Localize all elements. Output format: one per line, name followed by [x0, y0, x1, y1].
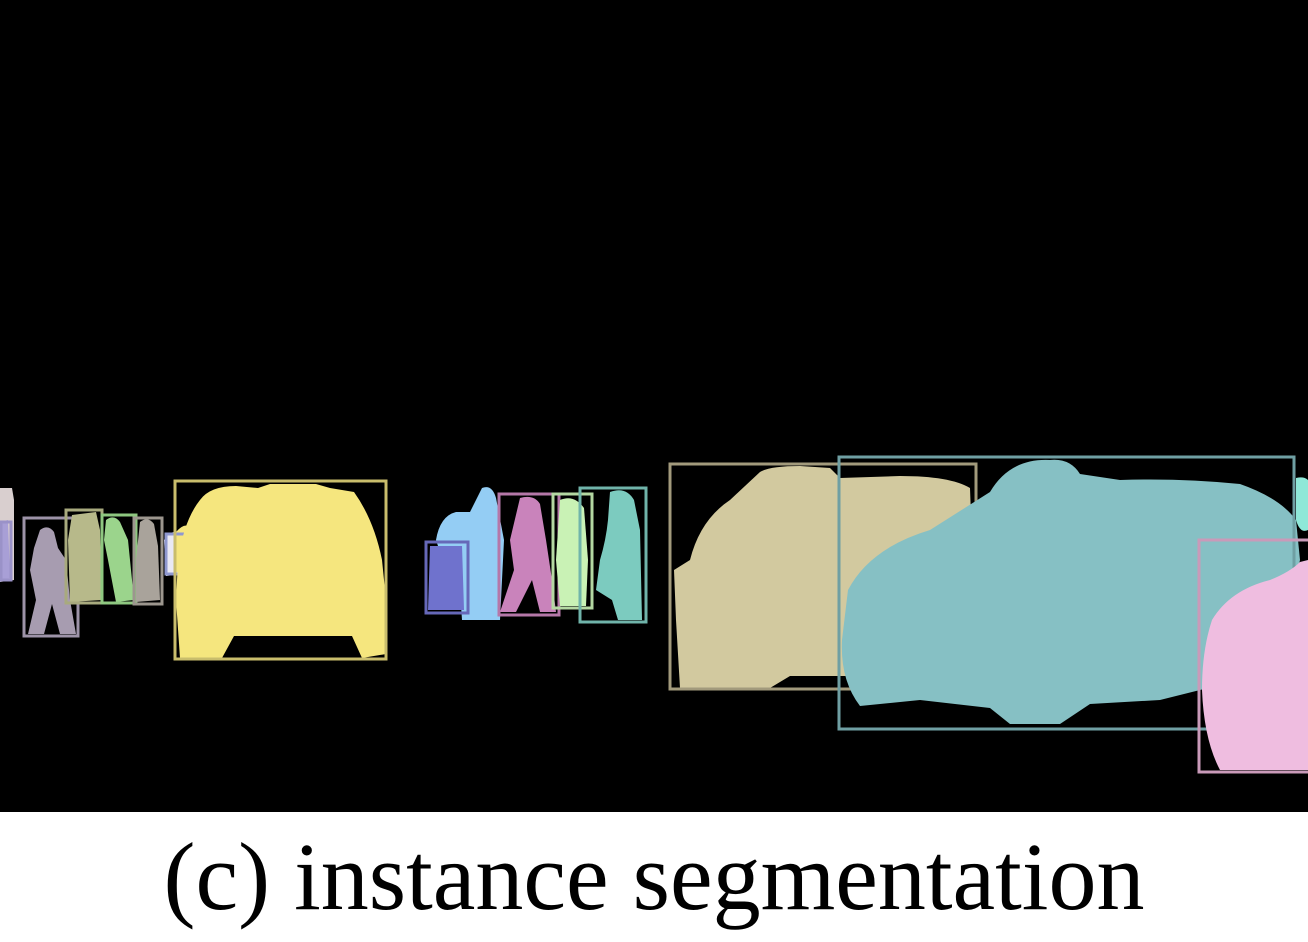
figure-caption: (c) instance segmentation — [163, 823, 1145, 930]
instance-mask — [556, 498, 588, 606]
instance-mask — [104, 517, 134, 602]
instance-mask — [436, 487, 504, 620]
bounding-box — [0, 520, 13, 582]
bounding-box — [1197, 538, 1308, 774]
bounding-box — [424, 540, 470, 615]
instance-mask — [841, 459, 1300, 724]
instance-mask — [28, 527, 76, 634]
bounding-box — [173, 479, 388, 661]
bounding-box — [100, 513, 138, 605]
bounding-box — [132, 516, 164, 606]
segmentation-image — [0, 0, 1308, 812]
instance-mask — [1296, 477, 1308, 531]
bounding-box — [578, 486, 648, 624]
bounding-box — [551, 492, 594, 610]
instance-mask — [176, 484, 386, 658]
instance-mask — [136, 519, 160, 602]
instance-mask — [596, 490, 642, 620]
instance-mask — [68, 512, 102, 602]
instance-mask — [1202, 560, 1308, 770]
instance-mask — [500, 496, 556, 612]
instance-mask — [428, 546, 464, 610]
